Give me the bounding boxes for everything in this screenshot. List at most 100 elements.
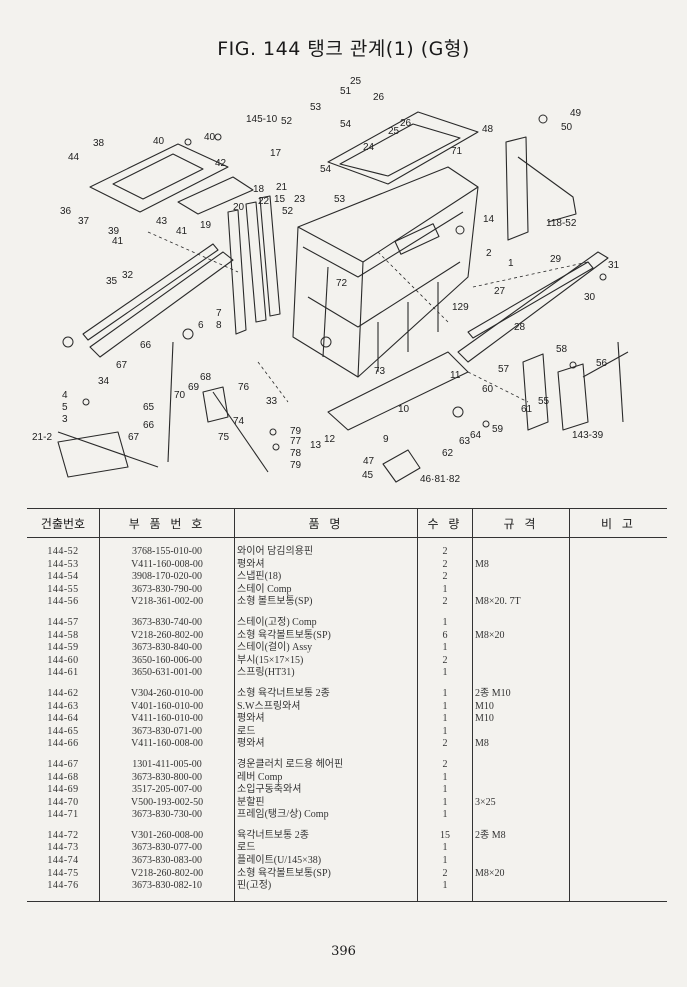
spec-cell <box>472 725 570 739</box>
quantity-cell: 2 <box>417 558 473 572</box>
callout-label: 37 <box>78 216 90 227</box>
callout-label: 79 <box>290 460 302 471</box>
part-no-cell: V218-260-802-00 <box>99 629 235 643</box>
callout-label: 35 <box>106 276 118 287</box>
remarks-cell <box>569 855 667 868</box>
spacer-cell <box>472 892 570 902</box>
spacer-cell <box>234 892 418 902</box>
ref-no-cell: 144-61 <box>47 667 79 679</box>
callout-label: 69 <box>188 382 200 393</box>
part-name-cell: 와이어 담김의용핀 <box>234 546 418 559</box>
spec-cell: 2종 M10 <box>472 687 570 701</box>
group-spacer-row <box>27 821 667 830</box>
callout-label: 41 <box>112 236 124 247</box>
part-no-cell: V411-160-008-00 <box>99 558 235 572</box>
part-name-cell: 평와셔 <box>234 713 418 726</box>
callout-label: 29 <box>550 254 562 265</box>
part-name-cell: 소형 육각볼트보통(SP) <box>234 867 418 881</box>
callout-label: 26 <box>373 92 385 103</box>
callout-label: 48 <box>482 124 494 135</box>
header-remarks: 비 고 <box>569 508 667 538</box>
part-name-cell: 스냅핀(18) <box>234 571 418 584</box>
spacer-cell <box>234 537 418 546</box>
quantity-cell: 1 <box>417 771 473 785</box>
group-spacer-row <box>27 679 667 688</box>
part-no-cell: V411-160-010-00 <box>99 713 235 726</box>
ref-no-cell: 144-57 <box>47 616 79 628</box>
part-name-cell: 소형 육각볼트보통(SP) <box>234 629 418 643</box>
part-name-cell: 경운클러치 로드용 헤어핀 <box>234 758 418 772</box>
remarks-cell <box>569 616 667 630</box>
spacer-cell <box>472 608 570 617</box>
spec-cell <box>472 784 570 797</box>
remarks-cell <box>569 738 667 751</box>
remarks-cell <box>569 880 667 893</box>
part-name-cell: 부시(15×17×15) <box>234 654 418 668</box>
ref-no-cell: 144-74 <box>47 855 79 867</box>
callout-label: 23 <box>294 194 306 205</box>
callout-label: 66 <box>140 340 152 351</box>
callout-label: 59 <box>492 424 504 435</box>
ref-no-cell: 144-56 <box>47 596 79 608</box>
remarks-cell <box>569 758 667 772</box>
quantity-cell: 1 <box>417 842 473 856</box>
callout-label: 34 <box>98 376 110 387</box>
spacer-cell <box>472 750 570 759</box>
callout-label: 71 <box>451 146 463 157</box>
callout-label: 56 <box>596 358 608 369</box>
callout-label: 22 <box>258 196 270 207</box>
part-no-cell: 3673-830-800-00 <box>99 771 235 785</box>
ref-no-cell: 144-60 <box>47 654 79 666</box>
callout-label: 47 <box>363 456 375 467</box>
spec-cell: 3×25 <box>472 796 570 810</box>
spec-cell <box>472 583 570 597</box>
callout-label: 118-52 <box>546 218 577 229</box>
callout-label: 21 <box>276 182 288 193</box>
callout-label: 18 <box>253 184 265 195</box>
callout-label: 10 <box>398 404 410 415</box>
part-no-cell: 3673-830-077-00 <box>99 842 235 856</box>
remarks-cell <box>569 667 667 680</box>
spacer-cell <box>99 821 235 830</box>
ref-no-cell: 144-73 <box>47 842 79 854</box>
group-spacer-row <box>27 750 667 759</box>
remarks-cell <box>569 629 667 643</box>
quantity-cell: 1 <box>417 700 473 714</box>
callout-label: 55 <box>538 396 550 407</box>
callout-label: 61 <box>521 404 533 415</box>
callout-label: 60 <box>482 384 494 395</box>
callout-label: 8 <box>216 320 222 331</box>
quantity-cell: 1 <box>417 880 473 893</box>
quantity-cell: 1 <box>417 642 473 655</box>
table-end-row <box>27 892 667 902</box>
remarks-cell <box>569 771 667 785</box>
part-no-cell: 3517-205-007-00 <box>99 784 235 797</box>
ref-no-cell: 144-69 <box>47 784 79 796</box>
callout-label: 4 <box>62 390 68 401</box>
spec-cell <box>472 667 570 680</box>
callout-label: 77 <box>290 436 302 447</box>
quantity-cell: 1 <box>417 725 473 739</box>
ref-no-cell: 144-68 <box>47 771 79 783</box>
spec-cell: M10 <box>472 700 570 714</box>
callout-label: 67 <box>116 360 128 371</box>
part-no-cell: V411-160-008-00 <box>99 738 235 751</box>
ref-no-cell: 144-71 <box>47 809 79 821</box>
callout-label: 54 <box>340 119 352 130</box>
callout-label: 14 <box>483 214 495 225</box>
spacer-cell <box>472 537 570 546</box>
header-ref-no: 건출번호 <box>27 508 100 538</box>
quantity-cell: 1 <box>417 809 473 822</box>
quantity-cell: 1 <box>417 583 473 597</box>
ref-no-cell: 144-70 <box>47 796 79 808</box>
